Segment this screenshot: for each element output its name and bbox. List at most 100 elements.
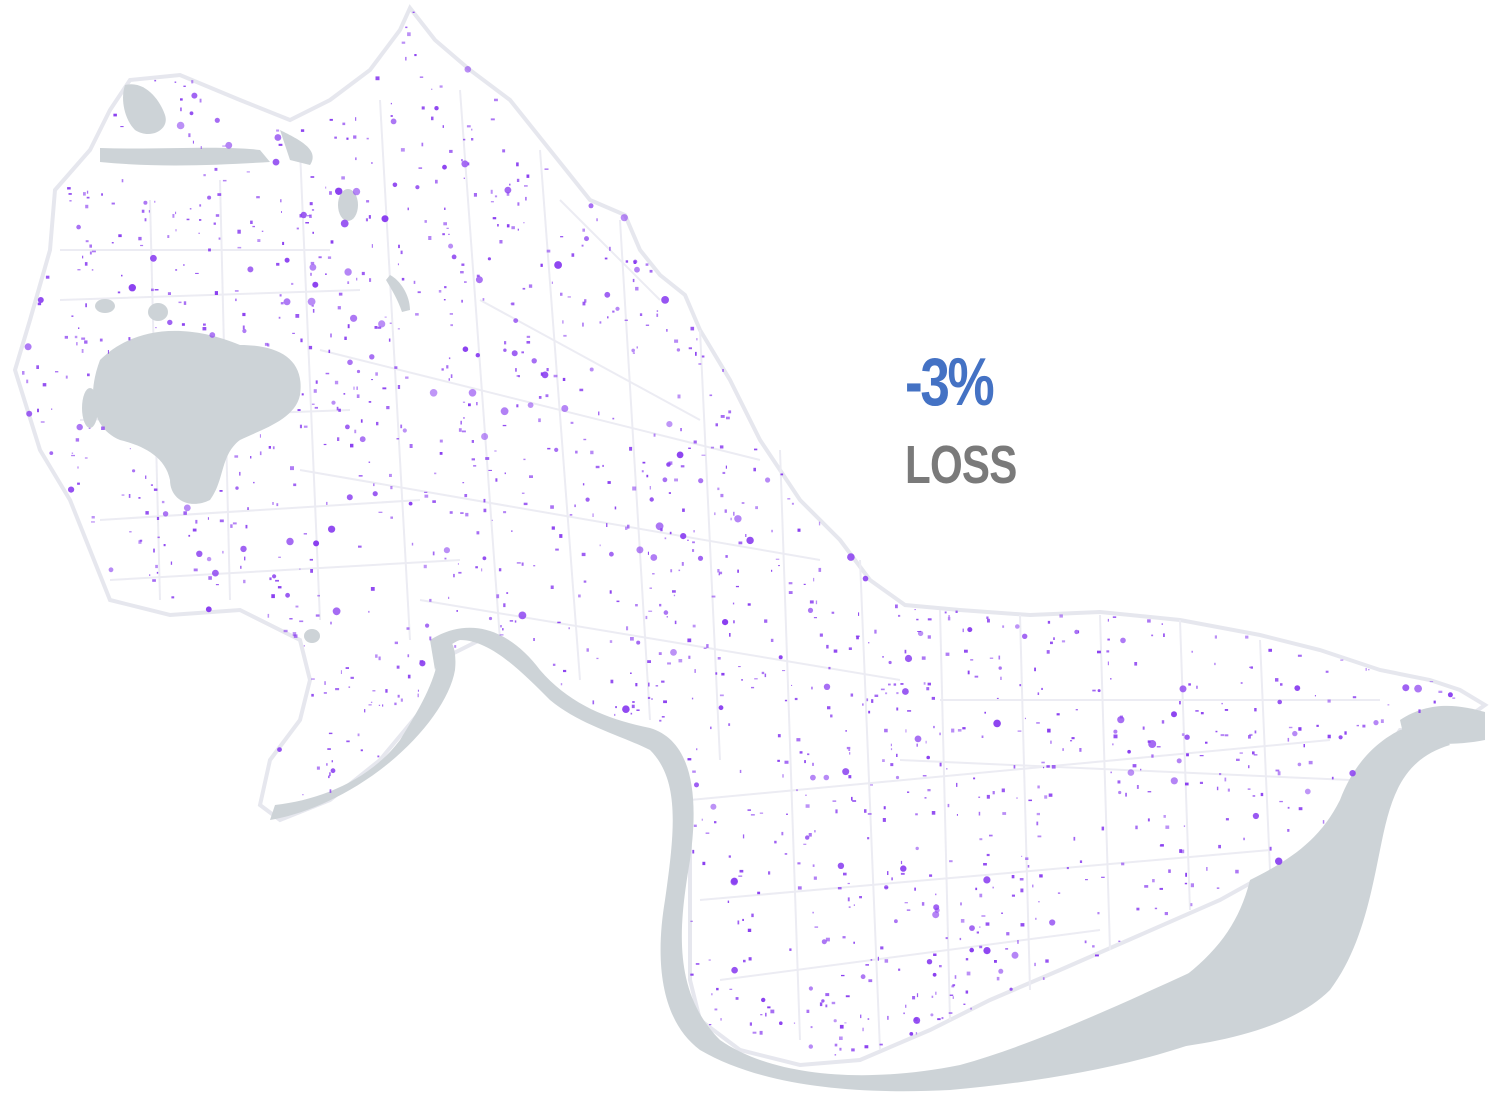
canopy-loss-patch xyxy=(341,176,345,180)
canopy-loss-patch xyxy=(1275,769,1280,772)
canopy-loss-patch xyxy=(259,451,262,456)
canopy-loss-patch xyxy=(250,456,252,459)
canopy-loss-patch xyxy=(176,121,185,130)
canopy-loss-patch xyxy=(461,299,463,303)
canopy-loss-patch xyxy=(1205,741,1208,744)
canopy-loss-patch xyxy=(300,211,307,219)
canopy-loss-patch xyxy=(310,272,312,276)
canopy-loss-patch xyxy=(983,947,991,955)
canopy-loss-patch xyxy=(511,530,513,532)
canopy-loss-patch xyxy=(141,209,145,213)
canopy-loss-patch xyxy=(868,979,873,983)
canopy-loss-patch xyxy=(541,371,549,379)
canopy-loss-patch xyxy=(81,337,86,340)
canopy-loss-patch xyxy=(751,913,754,918)
canopy-loss-patch xyxy=(984,711,986,714)
canopy-loss-patch xyxy=(461,430,466,433)
canopy-loss-patch xyxy=(1062,748,1064,751)
canopy-loss-patch xyxy=(1170,777,1178,785)
canopy-loss-patch xyxy=(714,821,717,824)
canopy-loss-patch xyxy=(635,683,638,687)
canopy-loss-patch xyxy=(397,263,399,266)
canopy-loss-patch xyxy=(175,269,178,271)
canopy-loss-patch xyxy=(1171,711,1177,718)
canopy-loss-patch xyxy=(415,313,419,316)
canopy-loss-patch xyxy=(1200,712,1204,715)
canopy-loss-patch xyxy=(1185,872,1187,877)
canopy-loss-patch xyxy=(701,818,703,821)
canopy-loss-patch xyxy=(531,358,537,364)
canopy-loss-patch xyxy=(503,348,507,352)
canopy-loss-patch xyxy=(214,167,218,171)
canopy-loss-patch xyxy=(325,372,330,375)
canopy-loss-patch xyxy=(444,557,447,560)
canopy-loss-patch xyxy=(811,686,813,690)
canopy-loss-patch xyxy=(954,975,957,979)
canopy-loss-patch xyxy=(807,753,810,756)
canopy-loss-patch xyxy=(232,522,237,525)
canopy-loss-patch xyxy=(360,419,363,423)
canopy-loss-patch xyxy=(516,178,520,182)
canopy-loss-patch xyxy=(244,556,246,561)
canopy-loss-patch xyxy=(1041,761,1045,764)
canopy-loss-patch xyxy=(310,261,315,265)
canopy-loss-patch xyxy=(172,214,175,218)
canopy-loss-patch xyxy=(692,770,696,773)
canopy-loss-patch xyxy=(121,274,123,277)
canopy-loss-patch xyxy=(397,328,400,330)
canopy-loss-patch xyxy=(368,401,372,403)
canopy-loss-patch xyxy=(292,632,297,637)
canopy-loss-patch xyxy=(739,769,742,773)
canopy-loss-patch xyxy=(653,433,656,437)
canopy-loss-patch xyxy=(456,610,458,612)
canopy-loss-patch xyxy=(839,1036,843,1040)
canopy-loss-patch xyxy=(450,324,453,327)
canopy-loss-patch xyxy=(413,280,416,284)
canopy-loss-patch xyxy=(989,657,994,659)
canopy-loss-patch xyxy=(782,774,784,778)
canopy-loss-patch xyxy=(1186,753,1189,757)
canopy-loss-patch xyxy=(1447,692,1453,698)
canopy-loss-patch xyxy=(1224,777,1227,782)
canopy-loss-patch xyxy=(1215,730,1218,733)
canopy-loss-patch xyxy=(313,540,320,547)
canopy-loss-patch xyxy=(295,314,300,318)
canopy-loss-patch xyxy=(848,906,851,908)
canopy-loss-patch xyxy=(400,698,403,702)
canopy-loss-patch xyxy=(272,158,280,166)
canopy-loss-patch xyxy=(650,554,658,561)
canopy-loss-patch xyxy=(267,343,270,347)
canopy-loss-patch xyxy=(1119,715,1123,719)
canopy-loss-patch xyxy=(156,516,160,520)
canopy-loss-patch xyxy=(1188,683,1191,686)
canopy-loss-patch xyxy=(578,594,581,598)
canopy-loss-patch xyxy=(738,666,741,668)
canopy-loss-patch xyxy=(870,959,873,961)
canopy-loss-patch xyxy=(506,192,510,196)
canopy-loss-patch xyxy=(175,211,177,215)
canopy-loss-patch xyxy=(331,400,336,405)
canopy-loss-patch xyxy=(161,500,165,504)
canopy-loss-patch xyxy=(1041,687,1043,690)
canopy-loss-patch xyxy=(365,218,368,222)
canopy-loss-patch xyxy=(862,575,869,582)
canopy-loss-patch xyxy=(1035,917,1037,920)
canopy-loss-patch xyxy=(259,434,261,438)
canopy-loss-patch xyxy=(747,809,751,811)
canopy-loss-patch xyxy=(952,984,956,987)
canopy-loss-patch xyxy=(1380,719,1384,723)
canopy-loss-patch xyxy=(1327,734,1331,739)
canopy-loss-patch xyxy=(921,902,925,906)
canopy-loss-patch xyxy=(561,405,569,412)
canopy-loss-patch xyxy=(759,812,764,814)
canopy-loss-patch xyxy=(737,920,740,925)
canopy-loss-patch xyxy=(234,455,239,458)
canopy-loss-patch xyxy=(398,244,400,249)
canopy-loss-patch xyxy=(956,782,958,787)
canopy-loss-patch xyxy=(369,278,372,282)
canopy-loss-patch xyxy=(443,547,450,554)
canopy-loss-patch xyxy=(1066,867,1069,870)
canopy-loss-patch xyxy=(1037,785,1040,789)
canopy-loss-patch xyxy=(585,497,590,502)
canopy-loss-patch xyxy=(1294,685,1301,691)
